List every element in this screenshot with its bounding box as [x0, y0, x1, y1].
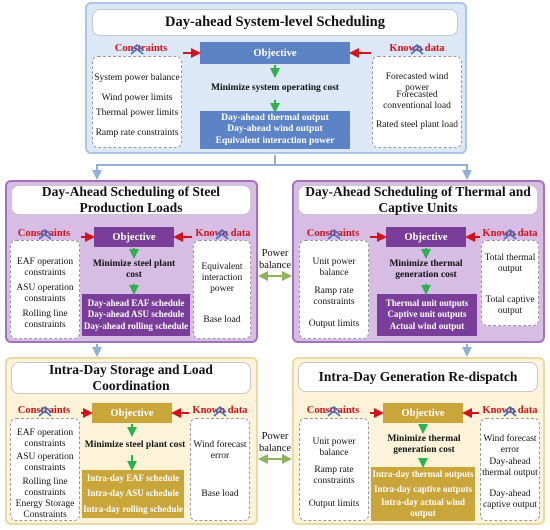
ml-constraints-label: Constraints — [17, 228, 71, 239]
bl-constraint-4: Energy Storage Constraints — [15, 499, 75, 520]
top-output-3: Equivalent interaction power — [215, 135, 335, 146]
steel-loads-title: Day-Ahead Scheduling of Steel Production… — [11, 184, 251, 215]
ml-known-1: Equivalent interaction power — [201, 262, 243, 294]
top-known-box: Forecasted wind power Forecasted convent… — [372, 56, 462, 148]
ml-known-2: Base load — [203, 315, 241, 325]
power-balance-label-bottom: Power balance — [258, 431, 292, 455]
br-outputs: Intra-day thermal outputs Intra-day capt… — [371, 467, 475, 521]
top-constraint-1: System power balance — [94, 73, 180, 83]
top-known-2: Forecasted conventional load — [383, 90, 451, 111]
top-constraints-box: System power balance Wind power limits T… — [92, 56, 182, 148]
br-known-2: Day-ahead thermal output — [482, 457, 538, 478]
mr-minimize: Minimize thermal generation cost — [389, 259, 463, 280]
br-minimize: Minimize thermal generation cost — [387, 434, 461, 455]
br-known-1: Wind forecast error — [483, 434, 537, 455]
br-output-2: Intra-day captive outputs — [373, 483, 472, 494]
ml-constraint-1: EAF operation constraints — [16, 257, 74, 278]
br-output-1: Intra-day thermal outputs — [372, 468, 474, 479]
mr-known-label: Known data — [482, 228, 538, 239]
bl-output-1: Intra-day EAF schedule — [86, 473, 180, 484]
bl-objective: Objective — [92, 403, 172, 423]
bl-known-1: Wind forecast error — [193, 440, 247, 461]
ml-objective: Objective — [94, 227, 174, 247]
ml-known-label: Known data — [195, 228, 251, 239]
power-balance-label-mid: Power balance — [258, 248, 292, 272]
ml-constraint-3: Rolling line constraints — [22, 309, 68, 330]
bl-constraints-box: EAF operation constraints ASU operation … — [10, 418, 80, 521]
ml-output-3: Day-ahead rolling schedule — [83, 320, 189, 331]
top-outputs: Day-ahead thermal output Day-ahead wind … — [200, 111, 350, 149]
bl-constraint-1: EAF operation constraints — [16, 428, 74, 449]
ml-output-1: Day-ahead EAF schedule — [87, 298, 185, 309]
bl-output-3: Intra-day rolling schedule — [83, 503, 183, 514]
bl-outputs: Intra-day EAF schedule Intra-day ASU sch… — [82, 470, 184, 518]
mr-outputs: Thermal unit outputs Captive unit output… — [377, 294, 477, 336]
br-constraint-3: Output limits — [308, 499, 360, 509]
bl-constraint-2: ASU operation constraints — [16, 452, 74, 473]
top-constraint-3: Thermal power limits — [95, 108, 179, 118]
ml-constraint-2: ASU operation constraints — [16, 283, 74, 304]
br-output-3: Intra-day actual wind output — [380, 497, 465, 519]
top-constraints-label: Constraints — [114, 43, 168, 54]
top-output-2: Day-ahead wind output — [227, 124, 323, 135]
top-known-3: Rated steel plant load — [375, 120, 459, 130]
ml-output-2: Day-ahead ASU schedule — [87, 309, 185, 320]
mr-known-box: Total thermal output Total captive outpu… — [481, 240, 539, 326]
ml-constraints-box: EAF operation constraints ASU operation … — [10, 240, 80, 339]
mr-constraint-1: Unit power balance — [312, 257, 356, 278]
br-known-box: Wind forecast error Day-ahead thermal ou… — [480, 418, 540, 521]
mr-output-3: Actual wind output — [389, 320, 465, 331]
mr-known-1: Total thermal output — [484, 253, 536, 274]
bl-constraint-3: Rolling line constraints — [22, 477, 68, 498]
ml-outputs: Day-ahead EAF schedule Day-ahead ASU sch… — [82, 294, 190, 336]
top-known-1: Forecasted wind power — [385, 72, 449, 93]
mr-constraint-3: Output limits — [308, 319, 360, 329]
br-known-label: Known data — [482, 405, 538, 416]
bl-output-2: Intra-day ASU schedule — [86, 488, 179, 499]
thermal-captive-title: Day-Ahead Scheduling of Thermal and Capt… — [298, 184, 538, 215]
br-constraint-1: Unit power balance — [312, 437, 356, 458]
br-objective: Objective — [383, 403, 463, 423]
bl-known-label: Known data — [192, 405, 248, 416]
mr-constraints-label: Constraints — [306, 228, 360, 239]
br-constraints-box: Unit power balance Ramp rate constraints… — [299, 418, 369, 521]
mr-constraints-box: Unit power balance Ramp rate constraints… — [299, 240, 369, 339]
ml-minimize: Minimize steel plant cost — [92, 259, 176, 280]
connector-top-to-mid-right — [275, 164, 472, 180]
top-known-label: Known data — [389, 43, 445, 54]
br-constraint-2: Ramp rate constraints — [313, 465, 355, 486]
mr-output-1: Thermal unit outputs — [385, 298, 469, 309]
mr-known-2: Total captive output — [485, 295, 535, 316]
storage-coordination-title: Intra-Day Storage and Load Coordination — [11, 362, 251, 394]
bl-known-box: Wind forecast error Base load — [190, 418, 250, 521]
top-objective: Objective — [200, 42, 350, 64]
br-known-3: Day-ahead captive output — [482, 489, 538, 510]
mr-output-2: Captive unit outputs — [387, 309, 467, 320]
mr-constraint-2: Ramp rate constraints — [313, 286, 355, 307]
top-constraint-2: Wind power limits — [101, 93, 173, 103]
connector-top-to-mid — [92, 155, 276, 180]
top-minimize: Minimize system operating cost — [211, 82, 339, 93]
bl-known-2: Base load — [201, 489, 239, 499]
top-constraint-4: Ramp rate constraints — [95, 128, 179, 138]
bl-minimize: Minimize steel plant cost — [84, 439, 186, 450]
br-constraints-label: Constraints — [306, 405, 360, 416]
generation-redispatch-title: Intra-Day Generation Re-dispatch — [298, 362, 538, 392]
bl-constraints-label: Constraints — [17, 405, 71, 416]
ml-known-box: Equivalent interaction power Base load — [193, 240, 251, 339]
top-output-1: Day-ahead thermal output — [221, 112, 329, 123]
system-level-title: Day-ahead System-level Scheduling — [92, 9, 458, 36]
mr-objective: Objective — [386, 227, 466, 247]
